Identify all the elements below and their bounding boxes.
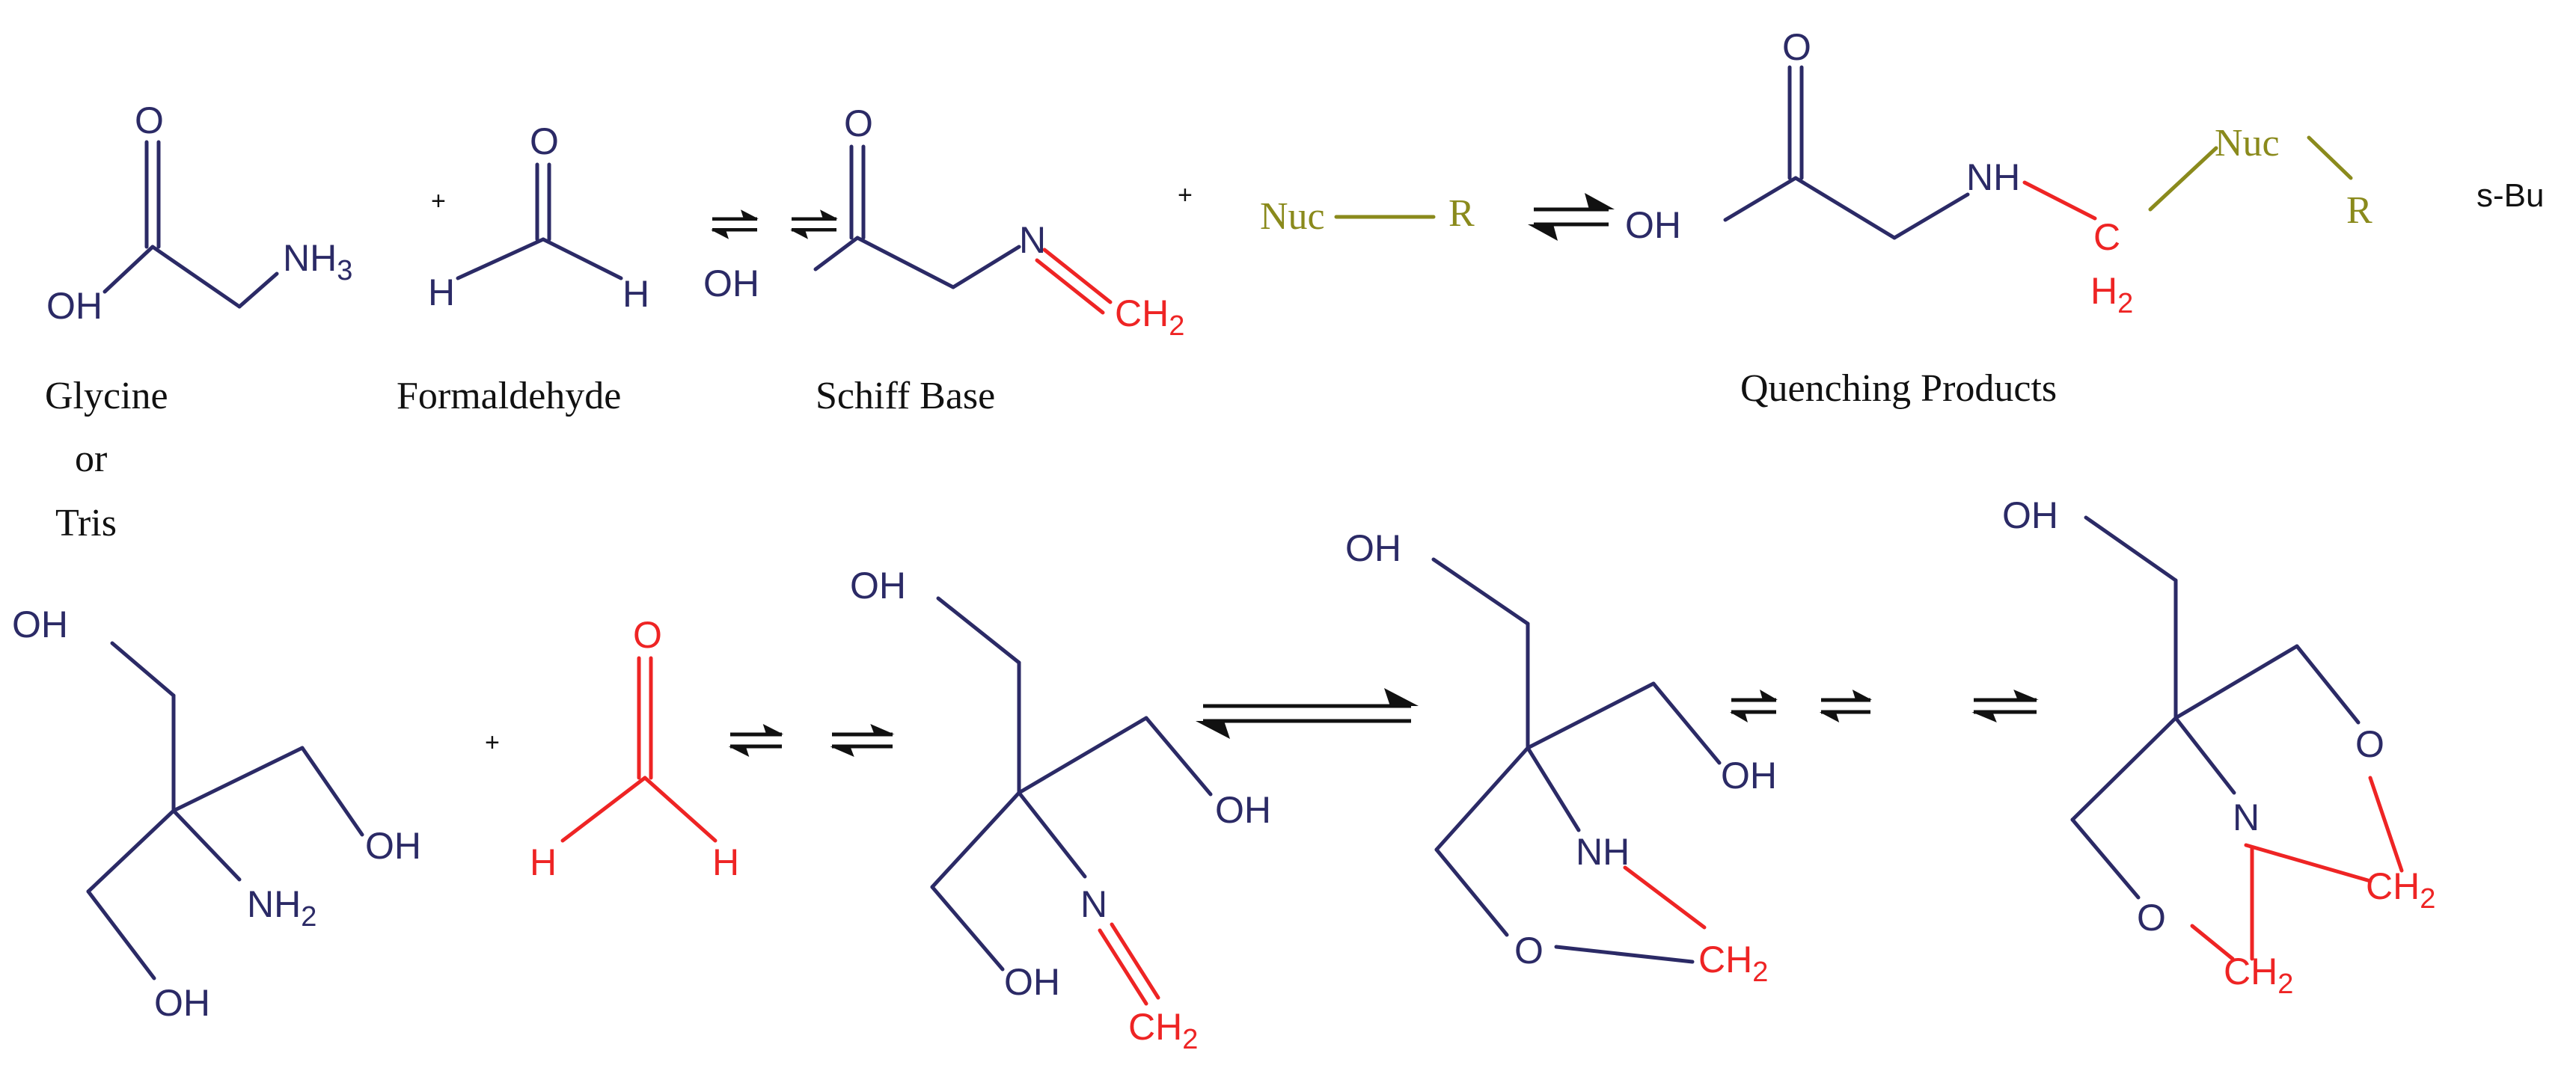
- tris-schiff-base-structure: OH OH OH N CH2: [850, 565, 1271, 1055]
- atom-nh: NH: [1966, 156, 2020, 198]
- tris-structure: OH OH NH2 OH: [12, 604, 421, 1024]
- caption-quenching-products: Quenching Products: [1740, 367, 2057, 410]
- atom-nuc: Nuc: [1260, 195, 1325, 238]
- equilibrium-arrow: [1820, 690, 1872, 722]
- atom-h: H: [712, 841, 739, 883]
- nucleophile-reagent: Nuc R: [1260, 192, 1475, 238]
- atom-n: N: [1080, 883, 1107, 925]
- atom-o: O: [1782, 26, 1811, 68]
- atom-h: H: [428, 271, 455, 313]
- equilibrium-arrow: [729, 724, 784, 757]
- atom-nh3: NH3: [283, 237, 352, 286]
- atom-h: H: [530, 841, 557, 883]
- equilibrium-arrow: [790, 209, 838, 239]
- atom-h2: H2: [2090, 270, 2133, 319]
- atom-o: O: [844, 102, 873, 144]
- caption-glycine: Glycine: [45, 375, 168, 417]
- atom-o: O: [1514, 930, 1544, 972]
- plus-sign: +: [431, 187, 446, 215]
- atom-o: O: [2355, 723, 2384, 765]
- atom-oh: OH: [12, 604, 68, 645]
- atom-c: C: [2093, 216, 2120, 258]
- quenching-product-structure: O OH NH C H2 Nuc R: [1625, 26, 2372, 319]
- atom-nh: NH: [1576, 831, 1630, 873]
- formaldehyde-structure-highlight: O H H: [530, 614, 739, 883]
- atom-r: R: [1448, 192, 1475, 235]
- atom-oh: OH: [1625, 204, 1681, 246]
- equilibrium-arrow: [830, 724, 894, 757]
- atom-o: O: [135, 99, 164, 141]
- atom-nuc: Nuc: [2215, 122, 2280, 165]
- bicyclic-oxazolidine-structure: OH O N O CH2 CH2: [2002, 494, 2435, 1000]
- atom-h: H: [622, 273, 649, 315]
- formaldehyde-structure: O H H: [428, 120, 649, 315]
- atom-oh: OH: [2002, 494, 2058, 536]
- atom-oh: OH: [1721, 755, 1777, 797]
- equilibrium-arrow: [711, 209, 759, 239]
- atom-ch2: CH2: [2366, 865, 2435, 915]
- atom-oh: OH: [1345, 527, 1401, 569]
- atom-oh: OH: [1215, 789, 1271, 831]
- atom-nh2: NH2: [247, 883, 316, 933]
- atom-oh: OH: [46, 285, 103, 327]
- atom-n: N: [2233, 797, 2260, 838]
- glycine-structure: O OH NH3: [46, 99, 352, 327]
- plus-sign: +: [1178, 181, 1193, 209]
- oxazolidine-structure: OH OH NH O CH2: [1345, 527, 1777, 988]
- caption-formaldehyde: Formaldehyde: [397, 375, 621, 417]
- atom-ch2: CH2: [2224, 951, 2293, 1000]
- atom-oh: OH: [850, 565, 906, 607]
- equilibrium-arrow-large: [1528, 193, 1615, 241]
- atom-n: N: [1019, 219, 1046, 261]
- equilibrium-arrow: [1971, 690, 2039, 722]
- atom-o: O: [633, 614, 662, 656]
- atom-oh: OH: [1004, 961, 1060, 1003]
- atom-oh: OH: [703, 263, 759, 304]
- caption-tris: Tris: [55, 502, 117, 544]
- atom-o: O: [530, 120, 559, 162]
- plus-sign: +: [485, 728, 500, 757]
- atom-ch2: CH2: [1115, 292, 1184, 342]
- atom-o: O: [2137, 897, 2166, 939]
- equilibrium-arrow: [1730, 690, 1778, 722]
- caption-or: or: [75, 438, 107, 480]
- atom-ch2: CH2: [1128, 1006, 1198, 1055]
- schiff-base-structure: O OH N CH2: [703, 102, 1184, 342]
- atom-oh: OH: [365, 825, 421, 867]
- atom-ch2: CH2: [1698, 939, 1768, 988]
- side-note: s-Bu: [2476, 177, 2544, 214]
- equilibrium-arrow-long: [1196, 688, 1419, 739]
- atom-oh: OH: [154, 982, 210, 1024]
- atom-r: R: [2346, 189, 2372, 232]
- caption-schiff-base: Schiff Base: [816, 375, 995, 417]
